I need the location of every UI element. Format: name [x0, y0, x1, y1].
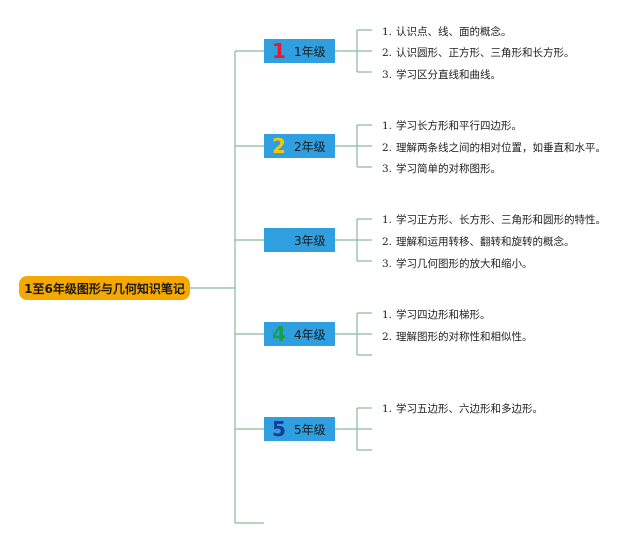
- list-item[interactable]: 1.学习五边形、六边形和多边形。: [382, 401, 543, 416]
- grade-number-2: 2: [272, 134, 286, 158]
- item-text: 认识点、线、面的概念。: [396, 26, 512, 38]
- item-text: 学习四边形和梯形。: [396, 309, 491, 321]
- list-item[interactable]: 2.理解和运用转移、翻转和旋转的概念。: [382, 234, 575, 249]
- item-text: 学习长方形和平行四边形。: [396, 120, 523, 132]
- grade-label: 2年级: [294, 139, 326, 154]
- item-number: 1.: [382, 403, 393, 415]
- item-text: 理解和运用转移、翻转和旋转的概念。: [396, 236, 575, 248]
- list-item[interactable]: 3.学习几何图形的放大和缩小。: [382, 256, 533, 271]
- item-number: 3.: [382, 69, 393, 81]
- item-text: 认识圆形、正方形、三角形和长方形。: [396, 47, 575, 59]
- grade-label: 1年级: [294, 44, 326, 59]
- item-text: 理解两条线之间的相对位置，如垂直和水平。: [396, 142, 607, 154]
- item-text: 学习几何图形的放大和缩小。: [396, 258, 533, 270]
- item-number: 2.: [382, 142, 393, 154]
- item-number: 3.: [382, 163, 393, 175]
- grade-number-1: 1: [272, 39, 286, 63]
- item-text: 学习简单的对称图形。: [396, 163, 502, 175]
- item-number: 2.: [382, 331, 393, 343]
- grade-label: 4年级: [294, 327, 326, 342]
- list-item[interactable]: 1.学习正方形、长方形、三角形和圆形的特性。: [382, 212, 606, 227]
- item-number: 1.: [382, 214, 393, 226]
- grade-1-node[interactable]: 1 1年级: [264, 39, 335, 63]
- grade-5-node[interactable]: 5 5年级: [264, 417, 335, 441]
- list-item[interactable]: 2.理解图形的对称性和相似性。: [382, 329, 533, 344]
- root-topic[interactable]: 1至6年级图形与几何知识笔记: [19, 276, 190, 300]
- list-item[interactable]: 3.学习区分直线和曲线。: [382, 67, 501, 82]
- grade-number-3: 3: [272, 228, 286, 252]
- grade-label: 5年级: [294, 422, 326, 437]
- list-item[interactable]: 2.认识圆形、正方形、三角形和长方形。: [382, 45, 575, 60]
- list-item[interactable]: 1.认识点、线、面的概念。: [382, 24, 512, 39]
- item-number: 1.: [382, 26, 393, 38]
- grade-number-5: 5: [272, 417, 286, 441]
- root-title: 1至6年级图形与几何知识笔记: [24, 281, 185, 296]
- list-item[interactable]: 1.学习长方形和平行四边形。: [382, 118, 522, 133]
- item-number: 1.: [382, 309, 393, 321]
- item-text: 学习正方形、长方形、三角形和圆形的特性。: [396, 214, 607, 226]
- item-text: 学习区分直线和曲线。: [396, 69, 502, 81]
- grade-2-node[interactable]: 2 2年级: [264, 134, 335, 158]
- item-number: 2.: [382, 47, 393, 59]
- item-text: 学习五边形、六边形和多边形。: [396, 403, 544, 415]
- grade-label: 3年级: [294, 233, 326, 248]
- grade-3-node[interactable]: 3 3年级: [264, 228, 335, 252]
- item-text: 理解图形的对称性和相似性。: [396, 331, 533, 343]
- list-item[interactable]: 3.学习简单的对称图形。: [382, 161, 501, 176]
- grade-number-4: 4: [272, 322, 286, 346]
- grade-4-node[interactable]: 4 4年级: [264, 322, 335, 346]
- list-item[interactable]: 2.理解两条线之间的相对位置，如垂直和水平。: [382, 140, 606, 155]
- list-item[interactable]: 1.学习四边形和梯形。: [382, 307, 491, 322]
- item-number: 1.: [382, 120, 393, 132]
- item-number: 3.: [382, 258, 393, 270]
- item-number: 2.: [382, 236, 393, 248]
